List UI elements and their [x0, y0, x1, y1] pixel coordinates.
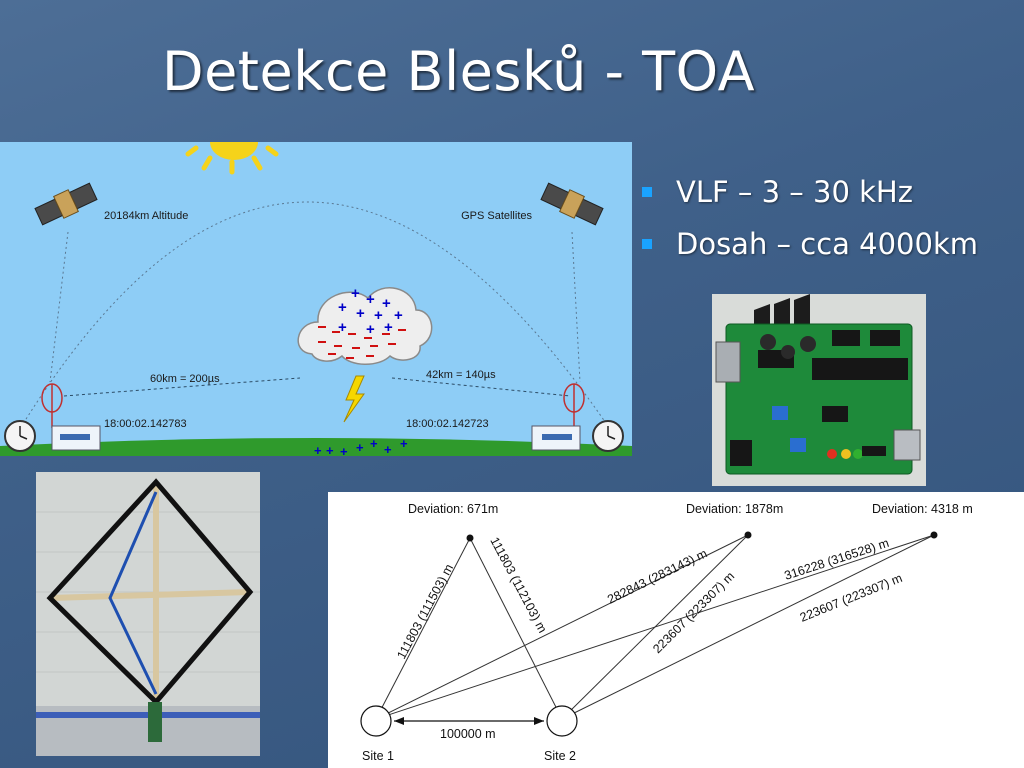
slide-title: Detekce Blesků - TOA — [162, 40, 756, 103]
thundercloud-icon: ++++ +++ +++ — [297, 285, 433, 365]
right-antenna-icon — [563, 383, 585, 428]
svg-text:+: + — [326, 443, 334, 456]
right-receiver-icon — [531, 425, 581, 451]
svg-text:+: + — [351, 285, 360, 302]
square-bullet-icon — [642, 187, 652, 197]
loop-antenna-photo — [36, 472, 260, 756]
bullet-list: VLF – 3 – 30 kHz Dosah – cca 4000km — [640, 172, 978, 276]
svg-text:+: + — [374, 307, 383, 324]
deviation-label-2: Deviation: 1878m — [686, 502, 783, 516]
circuit-board-photo — [712, 294, 926, 486]
svg-text:+: + — [394, 307, 403, 324]
svg-text:+: + — [356, 440, 364, 455]
svg-text:+: + — [384, 319, 393, 336]
svg-text:+: + — [366, 321, 375, 338]
site-2-label: Site 2 — [544, 749, 576, 763]
right-timestamp: 18:00:02.142723 — [406, 418, 489, 430]
svg-text:+: + — [356, 305, 365, 322]
square-bullet-icon — [642, 239, 652, 249]
deviation-diagram: Deviation: 671m Deviation: 1878m Deviati… — [328, 492, 1024, 768]
right-distance-label: 42km = 140µs — [426, 369, 496, 381]
svg-text:+: + — [340, 444, 348, 456]
svg-text:+: + — [384, 442, 392, 456]
left-distance-label: 60km = 200µs — [150, 373, 220, 385]
toa-diagram: 20184km Altitude GPS Satellites ++++ +++… — [0, 142, 632, 456]
svg-text:+: + — [366, 291, 375, 308]
bullet-text: Dosah – cca 4000km — [676, 227, 978, 261]
right-clock-icon — [592, 420, 624, 452]
site-2-marker — [546, 705, 578, 737]
svg-text:+: + — [400, 436, 408, 451]
site-1-label: Site 1 — [362, 749, 394, 763]
left-timestamp: 18:00:02.142783 — [104, 418, 187, 430]
deviation-label-1: Deviation: 671m — [408, 502, 498, 516]
lightning-bolt-icon — [343, 375, 365, 423]
svg-text:+: + — [314, 443, 322, 456]
svg-text:+: + — [338, 319, 347, 336]
right-satellite-icon — [540, 182, 604, 226]
sun-icon — [185, 142, 279, 175]
svg-text:+: + — [382, 295, 391, 312]
site-1-marker — [360, 705, 392, 737]
left-receiver-icon — [51, 425, 101, 451]
left-satellite-label: 20184km Altitude — [104, 210, 188, 222]
baseline-label: 100000 m — [440, 727, 496, 741]
svg-text:+: + — [338, 299, 347, 316]
right-satellite-label: GPS Satellites — [461, 210, 532, 222]
bullet-text: VLF – 3 – 30 kHz — [676, 175, 913, 209]
bullet-item: Dosah – cca 4000km — [640, 224, 978, 264]
deviation-label-3: Deviation: 4318 m — [872, 502, 973, 516]
svg-text:+: + — [370, 436, 378, 451]
left-antenna-icon — [41, 383, 63, 428]
left-clock-icon — [4, 420, 36, 452]
left-satellite-icon — [34, 182, 98, 226]
bullet-item: VLF – 3 – 30 kHz — [640, 172, 978, 212]
